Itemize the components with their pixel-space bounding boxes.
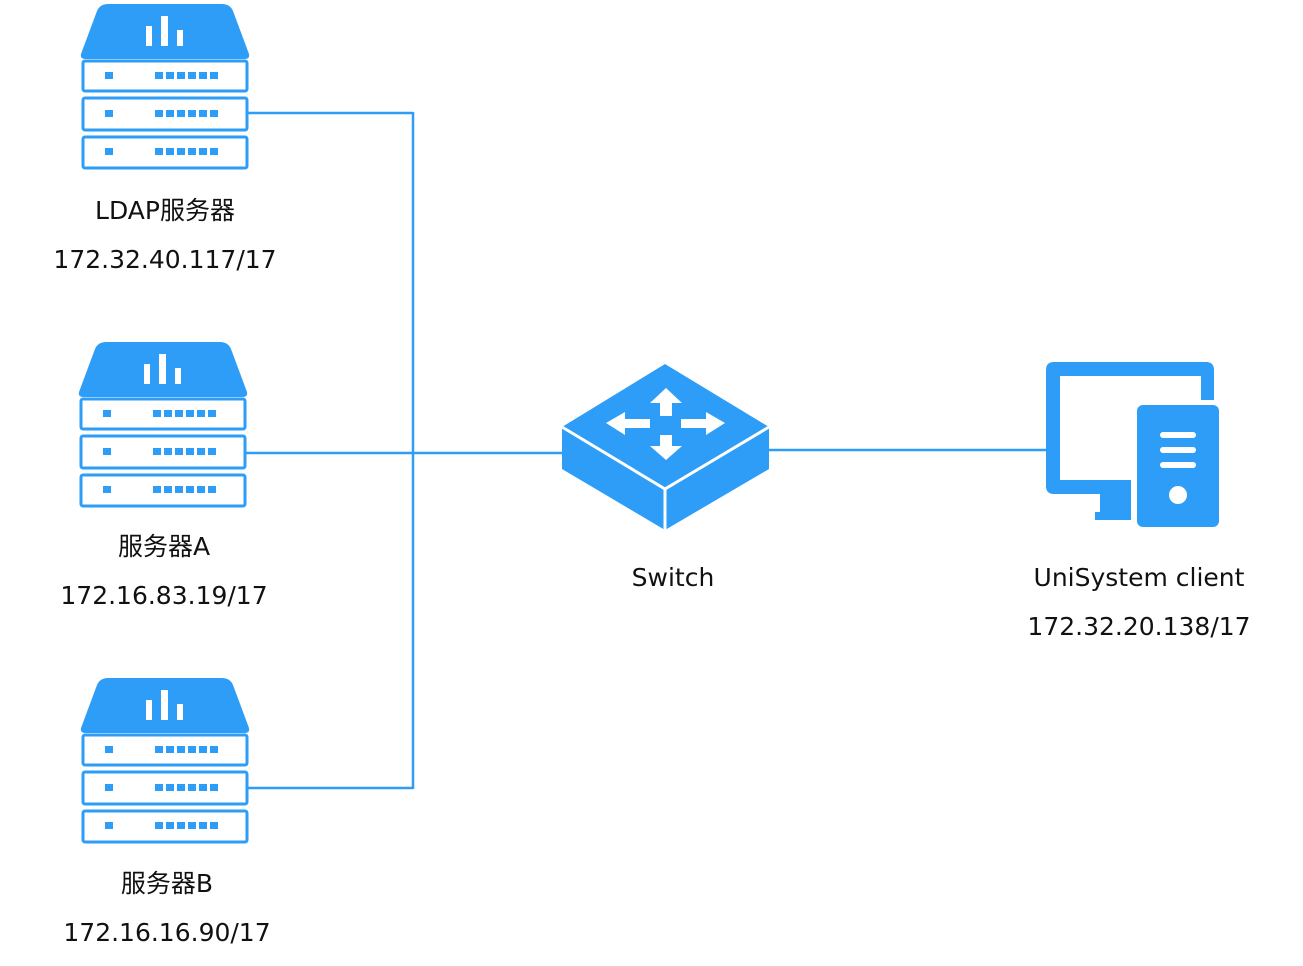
client-ip: 172.32.20.138/17 bbox=[1027, 612, 1251, 641]
ldap-server-icon bbox=[79, 2, 251, 170]
server-a-icon bbox=[77, 340, 249, 508]
server-a-ip: 172.16.83.19/17 bbox=[60, 581, 268, 610]
ldap-server-ip: 172.32.40.117/17 bbox=[53, 245, 277, 274]
server-a-name: 服务器A bbox=[117, 532, 211, 561]
server-b-name: 服务器B bbox=[120, 869, 214, 898]
client-name: UniSystem client bbox=[1033, 563, 1245, 592]
switch-label: Switch bbox=[631, 563, 715, 592]
desktop-computer-icon bbox=[1046, 362, 1219, 527]
switch-icon bbox=[561, 364, 770, 530]
server-b-icon bbox=[79, 676, 251, 844]
server-b-ip: 172.16.16.90/17 bbox=[63, 918, 271, 947]
ldap-server-name: LDAP服务器 bbox=[95, 196, 235, 225]
connection-lines bbox=[246, 111, 1047, 790]
